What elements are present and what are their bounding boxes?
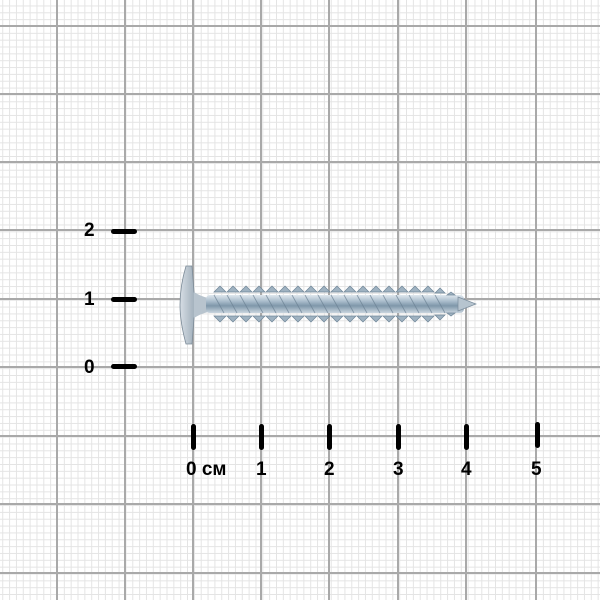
major-grid-line (0, 161, 600, 163)
h-scale-tick (259, 424, 264, 450)
major-grid-line (0, 572, 600, 574)
h-scale-label-3: 3 (393, 459, 404, 480)
thread-helix-lines (213, 294, 446, 314)
v-scale-tick (111, 297, 137, 302)
h-scale-label-1: 1 (256, 459, 267, 480)
h-scale-label-4: 4 (461, 459, 472, 480)
h-scale-label-0: 0 см (186, 459, 227, 480)
h-scale-tick (464, 424, 469, 450)
h-scale-tick (396, 424, 401, 450)
h-scale-tick (327, 424, 332, 450)
major-grid-line (0, 503, 600, 505)
major-grid-line (535, 0, 537, 600)
v-scale-tick (111, 229, 137, 234)
major-grid-line (0, 25, 600, 27)
major-grid-line (0, 435, 600, 437)
major-grid-line (56, 0, 58, 600)
screw-image (179, 265, 477, 345)
major-grid-line (0, 366, 600, 368)
screw-shank (206, 295, 464, 313)
h-scale-tick (535, 422, 540, 448)
major-grid-line (0, 229, 600, 231)
screw-threads (213, 285, 457, 323)
v-scale-tick (111, 364, 137, 369)
h-scale-label-5: 5 (531, 459, 542, 480)
screw-head (179, 265, 208, 345)
v-scale-label-2: 2 (84, 220, 95, 241)
v-scale-label-0: 0 (84, 357, 95, 378)
major-grid-line (0, 93, 600, 95)
h-scale-label-2: 2 (324, 459, 335, 480)
screw-tip (457, 296, 477, 312)
v-scale-label-1: 1 (84, 289, 95, 310)
h-scale-tick (191, 424, 196, 450)
